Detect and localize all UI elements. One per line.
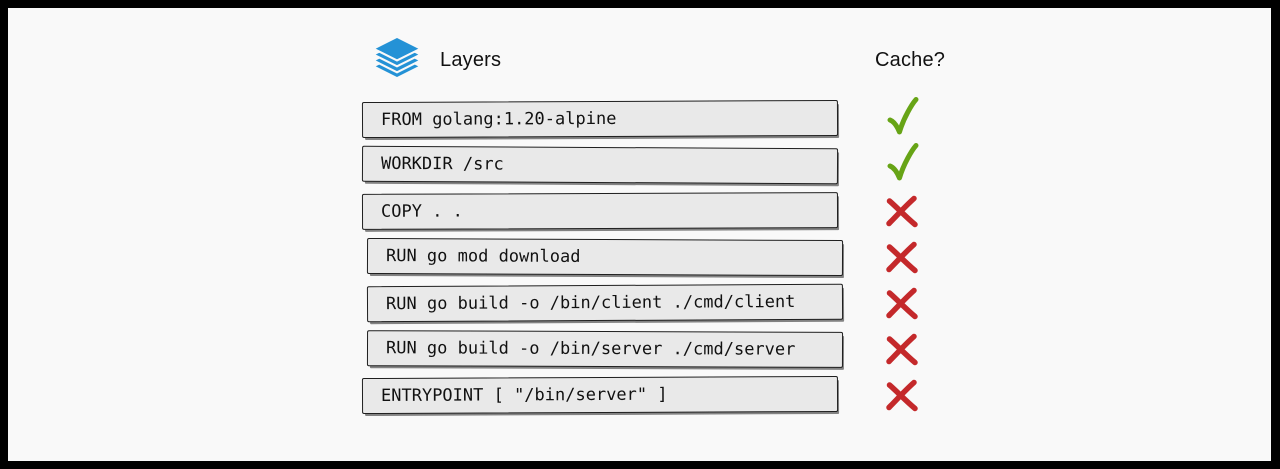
layer-box: ENTRYPOINT [ "/bin/server" ] (361, 375, 839, 415)
layer-row: WORKDIR /src (361, 142, 922, 185)
layer-command: RUN go build -o /bin/client ./cmd/client (385, 291, 796, 314)
layer-box: RUN go build -o /bin/server ./cmd/server (366, 330, 844, 368)
layer-command: FROM golang:1.20-alpine (380, 108, 617, 130)
layer-box: RUN go build -o /bin/client ./cmd/client (366, 283, 844, 323)
layer-command: COPY . . (380, 200, 463, 222)
cross-icon (886, 241, 918, 274)
layers-heading: Layers (440, 49, 502, 71)
layer-row: RUN go build -o /bin/client ./cmd/client (362, 283, 922, 323)
cross-icon (886, 333, 918, 366)
cache-mark (882, 377, 922, 413)
cache-mark (882, 193, 922, 229)
layer-command: RUN go build -o /bin/server ./cmd/server (385, 337, 796, 360)
layer-row: FROM golang:1.20-alpine (361, 96, 922, 139)
layer-row: ENTRYPOINT [ "/bin/server" ] (361, 375, 922, 415)
layer-command: WORKDIR /src (380, 153, 504, 174)
cache-mark (882, 142, 922, 183)
layer-box: FROM golang:1.20-alpine (361, 99, 839, 139)
cache-mark (882, 239, 922, 275)
layer-list: FROM golang:1.20-alpine WORKDIR /src COP… (361, 96, 922, 423)
cache-mark (882, 331, 922, 367)
cache-mark (882, 285, 922, 321)
diagram-background: Layers Cache? FROM golang:1.20-alpine WO… (8, 8, 1271, 461)
check-icon (887, 96, 919, 134)
layers-icon (370, 34, 424, 81)
check-icon (887, 142, 919, 180)
cache-heading: Cache? (875, 49, 946, 71)
cross-icon (886, 287, 918, 320)
cross-icon (886, 379, 918, 412)
layer-box: RUN go mod download (366, 237, 844, 277)
layer-command: RUN go mod download (385, 245, 581, 267)
layer-row: RUN go build -o /bin/server ./cmd/server (362, 330, 922, 368)
cache-mark (882, 96, 922, 137)
layer-row: COPY . . (361, 192, 922, 230)
cross-icon (886, 195, 918, 228)
layer-row: RUN go mod download (362, 237, 922, 277)
layer-box: COPY . . (361, 192, 839, 230)
layer-box: WORKDIR /src (361, 145, 839, 185)
layer-command: ENTRYPOINT [ "/bin/server" ] (380, 384, 668, 406)
